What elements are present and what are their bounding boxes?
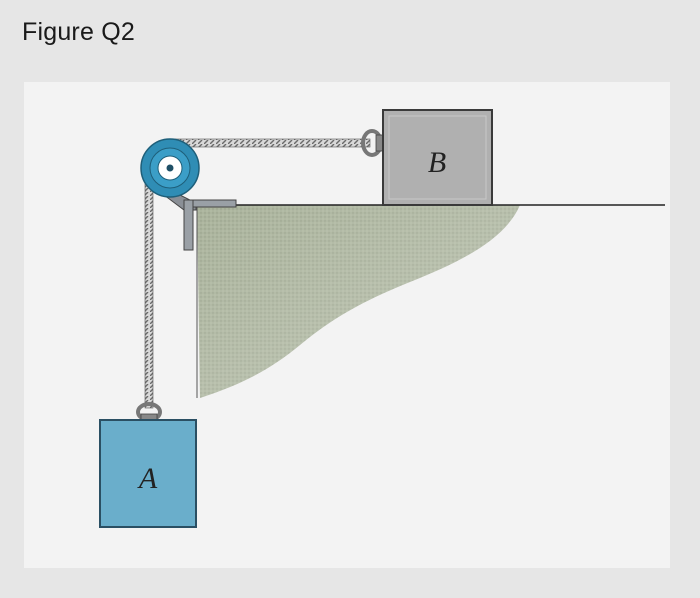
rope-vertical xyxy=(144,169,154,409)
figure-title: Figure Q2 xyxy=(22,18,135,46)
pulley-icon xyxy=(140,138,200,198)
block-b-label: B xyxy=(428,146,446,179)
block-a-label: A xyxy=(137,462,158,495)
rope-horizontal xyxy=(169,138,371,148)
block-a: A xyxy=(99,419,197,528)
block-b: B xyxy=(382,109,493,206)
